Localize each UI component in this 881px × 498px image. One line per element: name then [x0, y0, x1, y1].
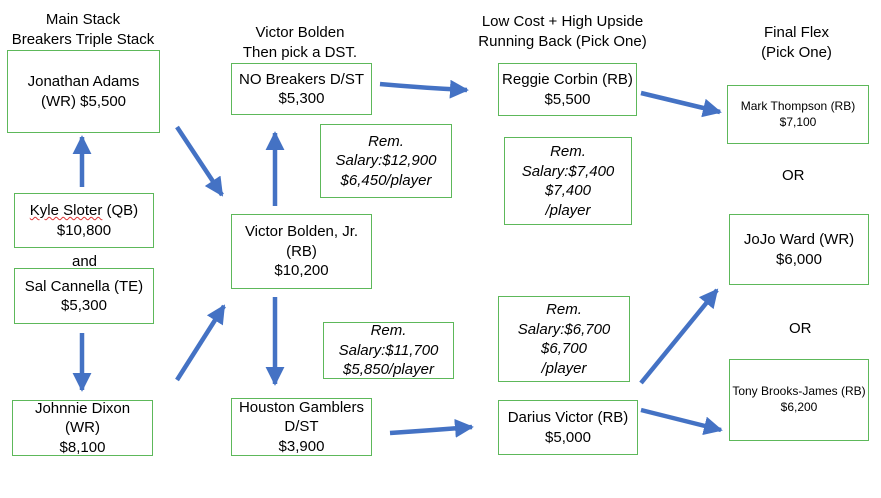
- rem-value: $7,400: [545, 182, 591, 199]
- dst-label: D/ST: [284, 418, 319, 436]
- dst-salary: $5,300: [278, 90, 325, 107]
- rem-label: Rem.: [368, 132, 404, 150]
- rem-value: $6,700: [541, 340, 587, 357]
- player-salary: $10,200: [274, 262, 329, 280]
- arrow-darius-to-tony: [640, 407, 723, 436]
- dst-box-no-breakers: NO Breakers D/ST $5,300: [231, 63, 372, 115]
- rem-per-player: /player: [545, 201, 591, 219]
- header-low-cost: Low Cost + High Upside Running Back (Pic…: [470, 12, 655, 52]
- header-victor-line1: Victor Bolden: [255, 24, 345, 41]
- header-main-stack: Main Stack Breakers Triple Stack: [8, 10, 158, 50]
- player-name: Victor Bolden, Jr.: [244, 223, 359, 241]
- dst-name: NO Breakers D/ST: [238, 70, 365, 88]
- player-salary: $5,000: [545, 428, 591, 446]
- player-box-johnnie-dixon: Johnnie Dixon (WR) $8,100: [12, 400, 153, 456]
- dst-name: Houston Gamblers: [238, 398, 365, 416]
- player-name: Tony Brooks-James (RB): [732, 384, 866, 399]
- rem-salary: Salary:$7,400: [521, 162, 615, 180]
- player-name: Reggie Corbin (RB): [502, 71, 633, 88]
- header-main-stack-line1: Main Stack: [45, 11, 121, 28]
- player-box-sal-cannella: Sal Cannella (TE) $5,300: [14, 268, 154, 324]
- player-salary: $10,800: [56, 221, 112, 239]
- rem-per-player: /player: [541, 359, 587, 377]
- remaining-salary-box-4: Rem. Salary:$6,700 $6,700 /player: [498, 296, 630, 382]
- rem-per-player: $6,450/player: [340, 171, 432, 189]
- player-name: Kyle Sloter (QB): [30, 201, 138, 221]
- player-salary: $6,200: [780, 400, 818, 414]
- or-label-1: OR: [782, 167, 805, 184]
- arrow-darius-to-jojo: [639, 288, 719, 385]
- header-low-cost-line1: Low Cost + High Upside: [481, 13, 644, 30]
- arrow-houston-to-darius: [389, 418, 474, 438]
- player-name: Johnnie Dixon: [34, 399, 131, 417]
- header-final-flex-line2: (Pick One): [761, 43, 832, 61]
- header-final-flex: Final Flex (Pick One): [724, 23, 869, 63]
- player-box-jojo-ward: JoJo Ward (WR) $6,000: [729, 214, 869, 285]
- rem-salary: Salary:$12,900: [335, 152, 437, 170]
- player-box-tony-brooks-james: Tony Brooks-James (RB) $6,200: [729, 359, 869, 441]
- dst-box-houston-gamblers: Houston Gamblers D/ST $3,900: [231, 398, 372, 456]
- rem-label: Rem.: [546, 301, 582, 318]
- rem-salary: Salary:$6,700: [517, 320, 611, 338]
- player-box-darius-victor: Darius Victor (RB) $5,000: [498, 400, 638, 455]
- header-final-flex-line1: Final Flex: [763, 24, 830, 41]
- player-salary: $7,100: [779, 114, 817, 129]
- player-box-kyle-sloter: Kyle Sloter (QB) $10,800: [14, 193, 154, 248]
- player-name: Sal Cannella (TE): [24, 277, 144, 295]
- player-salary: $8,100: [59, 438, 106, 456]
- player-box-mark-thompson: Mark Thompson (RB) $7,100: [727, 85, 869, 144]
- arrow-jonathan-to-victor: [175, 125, 224, 197]
- player-position: (WR): [65, 419, 100, 437]
- player-salary: $5,300: [61, 297, 107, 314]
- arrow-no-breakers-to-reggie: [379, 79, 469, 99]
- header-main-stack-line2: Breakers Triple Stack: [11, 30, 155, 48]
- arrow-johnnie-to-victor: [175, 304, 226, 382]
- header-victor-line2: Then pick a DST.: [242, 43, 358, 61]
- remaining-salary-box-3: Rem. Salary:$7,400 $7,400 /player: [504, 137, 632, 225]
- player-salary: $5,500: [544, 90, 591, 108]
- remaining-salary-box-2: Rem. Salary:$11,700 $5,850/player: [323, 322, 454, 379]
- player-position: (RB): [286, 242, 317, 260]
- rem-per-player: $5,850/player: [343, 361, 434, 379]
- player-name: JoJo Ward (WR): [743, 231, 855, 248]
- header-low-cost-line2: Running Back (Pick One): [478, 32, 647, 50]
- header-victor-bolden: Victor Bolden Then pick a DST.: [225, 23, 375, 63]
- player-name: Jonathan Adams: [27, 73, 140, 90]
- dst-salary: $3,900: [278, 437, 325, 455]
- player-box-reggie-corbin: Reggie Corbin (RB) $5,500: [498, 63, 637, 116]
- arrow-reggie-to-mark: [640, 90, 722, 118]
- player-box-victor-bolden: Victor Bolden, Jr. (RB) $10,200: [231, 214, 372, 289]
- or-label-2: OR: [789, 320, 812, 337]
- rem-salary: Salary:$11,700: [338, 341, 439, 359]
- rem-label: Rem.: [550, 143, 586, 160]
- player-name: Mark Thompson (RB): [740, 98, 856, 113]
- player-position: (QB): [102, 202, 139, 219]
- player-box-jonathan-adams: Jonathan Adams (WR) $5,500: [7, 50, 160, 133]
- player-name-text: Kyle Sloter: [29, 202, 103, 219]
- remaining-salary-box-1: Rem. Salary:$12,900 $6,450/player: [320, 124, 452, 198]
- and-label: and: [72, 253, 98, 270]
- player-name: Darius Victor (RB): [507, 409, 629, 426]
- player-salary: $6,000: [776, 250, 822, 268]
- rem-label: Rem.: [370, 322, 407, 340]
- player-salary: (WR) $5,500: [40, 92, 127, 110]
